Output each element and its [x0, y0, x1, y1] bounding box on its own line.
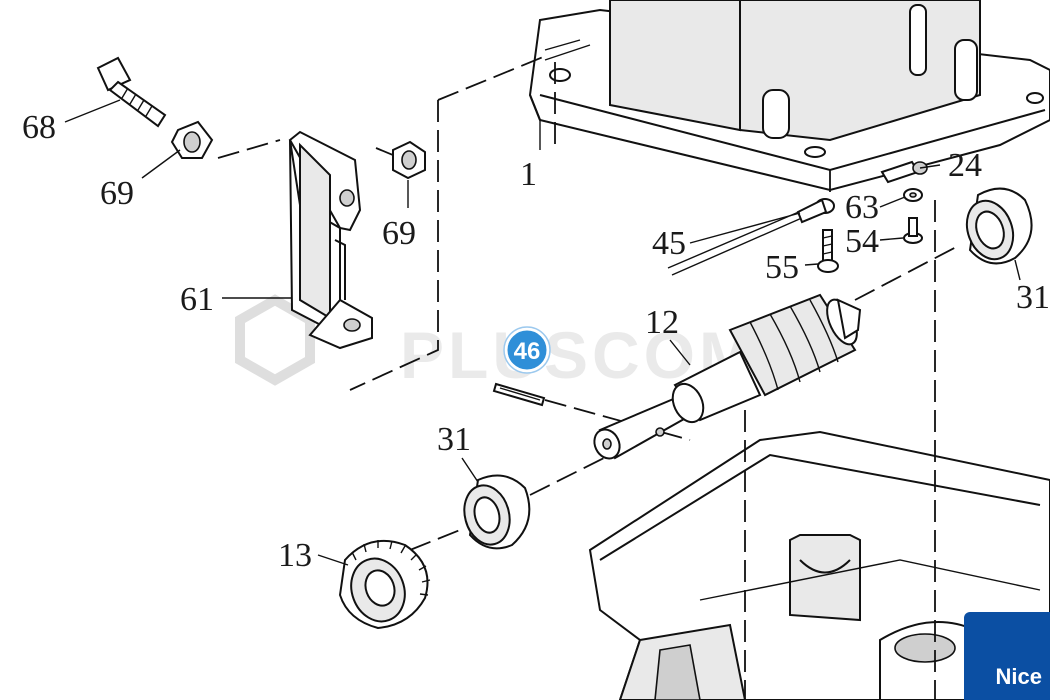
label-69-right: 69 [382, 215, 416, 252]
label-61: 61 [180, 281, 214, 318]
label-69-left: 69 [100, 175, 134, 212]
label-12: 12 [645, 304, 679, 341]
label-54: 54 [845, 223, 879, 260]
label-1: 1 [520, 156, 537, 193]
cable-tie-45 [667, 198, 835, 276]
gearbox-housing [528, 0, 1050, 192]
nut-69-right [392, 140, 426, 180]
screw-54 [903, 217, 923, 244]
bracket-61 [288, 130, 373, 350]
label-13: 13 [278, 537, 312, 574]
label-31-left: 31 [437, 421, 471, 458]
part-labels: 68 69 69 61 1 24 63 45 54 55 31 12 31 13 [22, 109, 1050, 574]
washer-63 [903, 188, 923, 202]
label-45: 45 [652, 225, 686, 262]
bearing-31-left [463, 474, 531, 550]
pinion-gear-13 [338, 539, 431, 630]
screw-24 [880, 160, 928, 184]
label-68: 68 [22, 109, 56, 146]
label-63: 63 [845, 189, 879, 226]
worm-shaft-12 [593, 293, 862, 460]
bolt-68 [96, 56, 167, 128]
bearing-31-right [965, 187, 1033, 265]
label-24: 24 [948, 147, 982, 184]
brand-logo: Nice [964, 612, 1050, 700]
spring-pin-46 [492, 382, 546, 407]
badge-number: 46 [514, 338, 541, 365]
label-55: 55 [765, 249, 799, 286]
nut-69-left [170, 120, 214, 159]
leader-lines [64, 99, 1021, 566]
brand-logo-text: Nice [995, 664, 1042, 689]
label-31-right: 31 [1016, 279, 1050, 316]
highlight-badge-46[interactable]: 46 [503, 326, 551, 374]
screw-55 [817, 229, 839, 273]
